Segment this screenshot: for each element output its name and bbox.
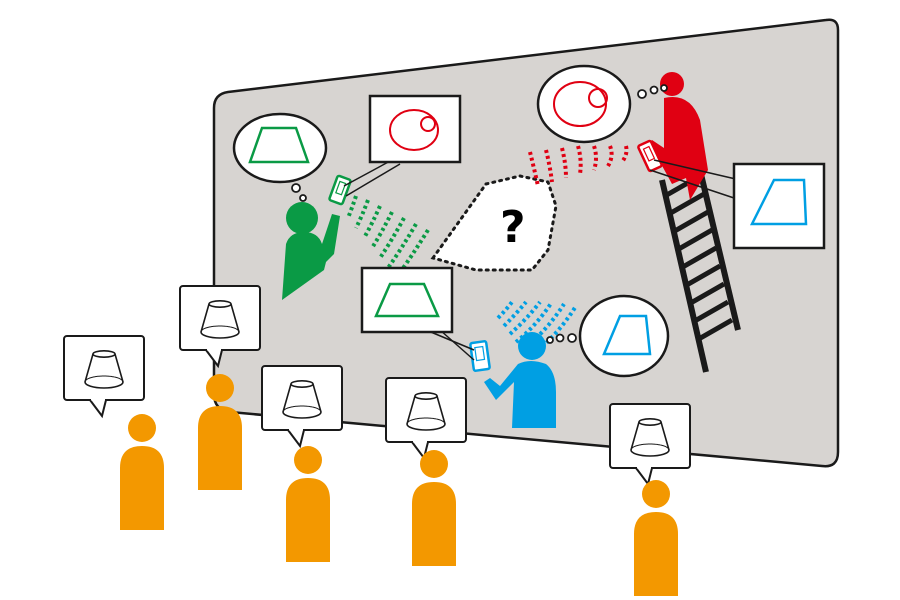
trapezoid-shape-icon xyxy=(602,314,652,356)
green-user xyxy=(282,202,340,300)
green-signal-waves xyxy=(346,195,430,280)
red-signal-waves xyxy=(528,145,629,187)
trapezoid-shape-icon xyxy=(374,282,440,318)
question-mark: ? xyxy=(500,202,526,253)
phone-icon xyxy=(328,174,352,206)
audience-member xyxy=(262,366,342,562)
blue-thought-dots xyxy=(546,333,577,344)
audience-member xyxy=(64,336,164,530)
phone-icon xyxy=(469,340,491,372)
blue-phone-screen-callout xyxy=(360,266,475,361)
nested-circles-icon xyxy=(389,109,439,151)
red-thought-dots xyxy=(637,84,668,99)
green-phone-screen-callout xyxy=(343,94,462,197)
audience-member xyxy=(386,378,466,566)
red-thought-bubble xyxy=(536,64,632,144)
red-phone-screen-callout xyxy=(649,159,826,250)
green-thought-dots xyxy=(291,183,307,202)
green-thought-bubble xyxy=(232,112,328,184)
nested-circles-icon xyxy=(553,81,608,127)
blue-thought-bubble xyxy=(578,294,670,378)
phone-icon xyxy=(637,139,663,173)
trapezoid-shape-icon xyxy=(248,126,310,164)
unknown-shared-region: ? xyxy=(430,174,558,272)
blue-user xyxy=(484,332,556,428)
ladder-icon xyxy=(659,169,741,373)
trapezoid-shape-icon xyxy=(749,178,808,226)
audience-member xyxy=(610,404,690,596)
